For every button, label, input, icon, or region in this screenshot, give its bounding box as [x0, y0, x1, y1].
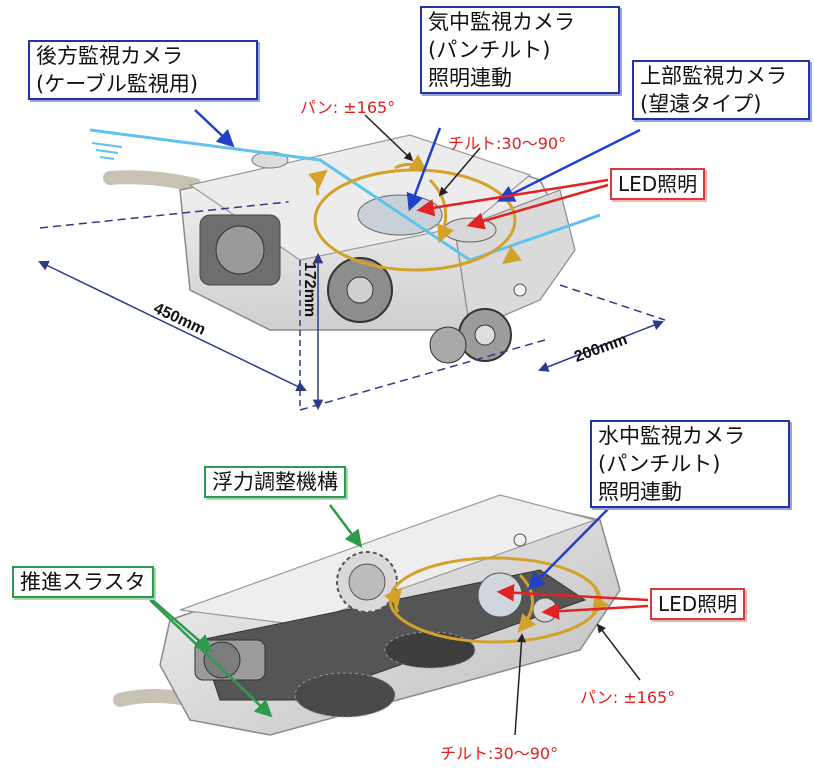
tilt-arc-bottom — [517, 573, 537, 633]
tilt-note-top: チルト:30〜90° — [448, 134, 567, 153]
tilt-pointer-bottom — [514, 633, 526, 736]
thruster-arrow-1 — [149, 597, 213, 653]
rear-camera-arrow — [194, 109, 235, 148]
thruster-arrow-2 — [149, 599, 273, 718]
led-label-bottom: LED照明 — [650, 588, 746, 620]
pan-arrow-right — [502, 244, 522, 265]
water-camera-title: 水中監視カメラ — [598, 424, 745, 448]
led-arrow-2 — [466, 183, 609, 230]
air-camera-note: 照明連動 — [428, 66, 512, 90]
tilt-pointer — [438, 147, 481, 197]
led-arrow-1 — [416, 178, 609, 217]
water-surface-line — [89, 128, 601, 262]
upper-camera-title: 上部監視カメラ — [640, 64, 787, 88]
thruster-label-text: 推進スラスタ — [20, 570, 146, 594]
upper-camera-label: 上部監視カメラ (望遠タイプ) — [632, 60, 810, 120]
tilt-note-bottom: チルト:30〜90° — [440, 744, 559, 763]
buoyancy-label: 浮力調整機構 — [204, 466, 346, 498]
led-label-top: LED照明 — [610, 168, 706, 200]
air-camera-title: 気中監視カメラ — [428, 10, 575, 34]
bottom-robot-body — [113, 494, 621, 736]
pan-note-bottom: パン: ±165° — [580, 688, 676, 707]
tilt-arc — [428, 178, 454, 244]
air-camera-label: 気中監視カメラ (パンチルト) 照明連動 — [420, 6, 620, 94]
tilt-arc-top — [394, 154, 428, 172]
water-camera-label: 水中監視カメラ (パンチルト) 照明連動 — [590, 420, 790, 508]
rear-camera-label: 後方監視カメラ (ケーブル監視用) — [28, 40, 258, 100]
led-arrow-bottom-1 — [496, 584, 649, 602]
dimension-lines — [38, 201, 666, 411]
buoyancy-arrow — [329, 504, 363, 548]
thruster-label: 推進スラスタ — [12, 566, 154, 598]
led-arrow-bottom-2 — [541, 602, 649, 620]
buoyancy-label-text: 浮力調整機構 — [212, 470, 338, 494]
led-label-top-text: LED照明 — [618, 172, 698, 196]
pan-pointer — [364, 114, 414, 162]
rear-camera-subtitle: (ケーブル監視用) — [36, 72, 199, 96]
water-camera-subtitle: (パンチルト) — [598, 452, 721, 476]
upper-camera-arrow — [496, 128, 641, 202]
rear-camera-title: 後方監視カメラ — [36, 44, 183, 68]
pan-arrow-left — [308, 169, 328, 196]
pan-pointer-bottom — [596, 623, 641, 681]
water-camera-arrow — [527, 504, 613, 591]
dim-height: 172mm — [301, 262, 318, 318]
led-label-bottom-text: LED照明 — [658, 592, 738, 616]
air-camera-subtitle: (パンチルト) — [428, 38, 551, 62]
upper-camera-subtitle: (望遠タイプ) — [640, 92, 762, 116]
pan-note-top: パン: ±165° — [300, 98, 396, 117]
air-camera-arrow — [406, 127, 442, 212]
pan-arrow-bottom-left — [383, 587, 403, 613]
water-camera-note: 照明連動 — [598, 480, 682, 504]
water-surface-icon — [91, 142, 123, 160]
